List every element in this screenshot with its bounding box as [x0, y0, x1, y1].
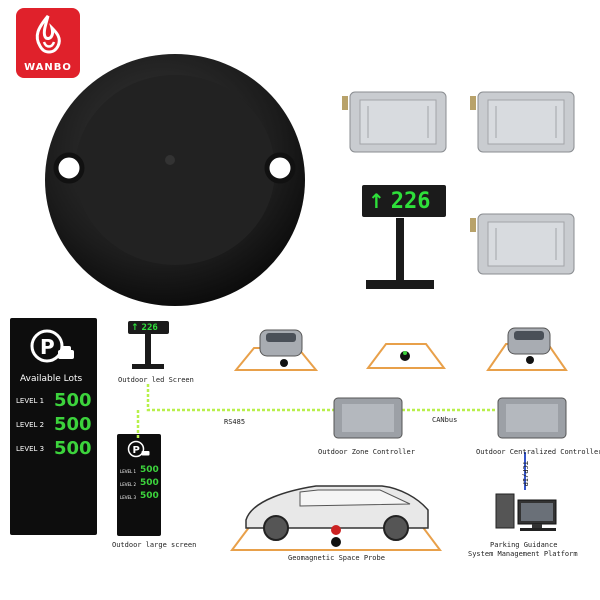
led-pole-image — [366, 218, 434, 289]
up-arrow-icon: ↑ — [368, 189, 385, 213]
parking-car-icon: P — [127, 440, 150, 458]
level-count: 500 — [140, 491, 159, 501]
outdoor-led-screen-label: Outdoor led Screen — [118, 376, 194, 384]
outdoor-led-sign-large: ↑ 226 — [362, 185, 446, 217]
probe-label: Geomagnetic Space Probe — [288, 554, 385, 562]
controller-box-image — [342, 91, 447, 153]
level-label: LEVEL 3 — [16, 445, 45, 453]
svg-text:P: P — [133, 445, 140, 456]
wanbo-logo: WANBO — [16, 8, 80, 78]
level-label: LEVEL 2 — [16, 421, 45, 429]
available-lots-title: Available Lots — [20, 374, 83, 384]
level-count: 500 — [140, 465, 159, 475]
level-label: LEVEL 1 — [16, 397, 45, 405]
level-count: 500 — [54, 414, 92, 435]
controller-box-image — [470, 213, 575, 275]
rs485-label: RS485 — [224, 418, 246, 426]
parking-car-icon: P — [30, 329, 74, 363]
centralized-controller-image — [497, 397, 567, 439]
flame-icon — [35, 15, 61, 54]
level-label: LEVEL 1 — [120, 469, 137, 474]
outdoor-large-screen-label: Outdoor large screen — [112, 541, 197, 549]
outdoor-led-sign-small: ↑ 226 — [128, 321, 169, 334]
small-led-pole-image — [132, 334, 164, 369]
controller-box-image — [470, 91, 575, 153]
level-label: LEVEL 2 — [120, 482, 137, 487]
canbus-label: CANbus — [432, 416, 458, 424]
up-arrow-icon: ↑ — [131, 322, 139, 333]
svg-text:P: P — [40, 335, 55, 359]
level-label: LEVEL 3 — [120, 495, 137, 500]
brand-name: WANBO — [24, 62, 72, 73]
centralized-controller-label: Outdoor Centralized Controller — [476, 448, 600, 456]
sensor-puck-image — [45, 54, 305, 306]
level-count: 500 — [54, 390, 92, 411]
platform-label-line1: Parking Guidance — [490, 541, 558, 549]
outdoor-large-screen-panel: P Available Lots LEVEL 1 500 LEVEL 2 500… — [10, 318, 97, 535]
zone-controller-label: Outdoor Zone Controller — [318, 448, 415, 456]
level-count: 500 — [140, 478, 159, 488]
tcpip-label: TCP/IP — [521, 461, 529, 487]
zone-controller-image — [333, 397, 403, 439]
led-count: 226 — [390, 188, 431, 214]
led-count: 226 — [141, 322, 158, 333]
level-count: 500 — [54, 438, 92, 459]
outdoor-small-screen-panel: P LEVEL 1 500 LEVEL 2 500 LEVEL 3 500 — [117, 434, 161, 536]
platform-label-line2: System Management Platform — [468, 550, 578, 558]
